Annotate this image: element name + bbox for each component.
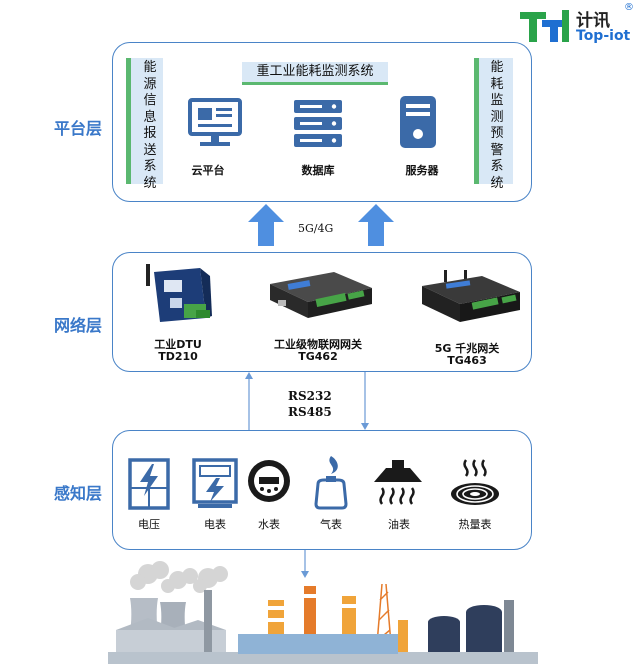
logo-text-en: Top-iot [576, 28, 631, 44]
platform-title-banner: 重工业能耗监测系统 [242, 62, 388, 85]
server-label: 服务器 [405, 164, 439, 177]
monitor-icon [188, 98, 242, 146]
right-side-panel [474, 58, 513, 184]
database-item: 数据库 [290, 96, 360, 177]
serial-label-rs232: RS232 [288, 389, 332, 403]
database-icon [294, 100, 342, 147]
left-side-panel-text: 能源信息报送系统 [143, 60, 157, 191]
td210-device-image [146, 264, 212, 322]
gas-meter-icon [314, 456, 348, 510]
oil-meter-label: 油表 [388, 518, 410, 531]
cloud-platform-item: 云平台 [186, 96, 246, 177]
top-iot-logo: 计讯 Top-iot ® [518, 2, 636, 48]
heat-meter-label: 热量表 [458, 518, 492, 531]
smoke-clouds [130, 561, 228, 593]
gas-meter-label: 气表 [320, 518, 342, 531]
logo-registered: ® [624, 2, 634, 13]
tg463-model: TG463 [447, 354, 487, 367]
tg462-model: TG462 [298, 350, 338, 363]
platform-title: 重工业能耗监测系统 [256, 64, 374, 79]
right-side-panel-text: 能耗监测预警系统 [490, 60, 504, 191]
tg463-name: 5G 千兆网关 [434, 342, 500, 355]
serial-arrow-down [361, 372, 369, 430]
td210-name: 工业DTU [154, 338, 202, 351]
logo-mark-icon [520, 10, 569, 42]
td210-model: TD210 [158, 350, 198, 363]
uplink-label: 5G/4G [298, 222, 334, 235]
serial-label-rs485: RS485 [288, 405, 332, 419]
server-icon [400, 96, 436, 148]
tg462-name: 工业级物联网网关 [274, 338, 362, 351]
uplink-arrow-right [358, 204, 394, 246]
oil-meter-icon [374, 460, 422, 505]
electric-meter-label: 电表 [204, 518, 226, 531]
heat-meter-icon [451, 459, 499, 505]
water-meter-icon [248, 460, 290, 502]
serial-arrow-up [245, 372, 253, 430]
electric-meter-icon [192, 458, 238, 508]
water-meter-label: 水表 [258, 518, 280, 531]
uplink-arrow-left [248, 204, 284, 246]
network-layer-label: 网络层 [54, 316, 103, 335]
tg463-device-image [422, 270, 520, 322]
left-side-panel [126, 58, 163, 184]
voltage-icon [128, 458, 170, 510]
voltage-label: 电压 [138, 518, 160, 531]
tg462-device-image [270, 272, 372, 318]
factory-illustration [108, 561, 538, 664]
cloud-platform-label: 云平台 [191, 164, 225, 177]
platform-layer-label: 平台层 [54, 119, 103, 138]
logo-text-cn: 计讯 [576, 11, 610, 31]
sensing-layer-label: 感知层 [54, 484, 103, 503]
server-item: 服务器 [394, 94, 460, 177]
factory-arrow-down [301, 550, 309, 578]
database-label: 数据库 [301, 164, 335, 177]
